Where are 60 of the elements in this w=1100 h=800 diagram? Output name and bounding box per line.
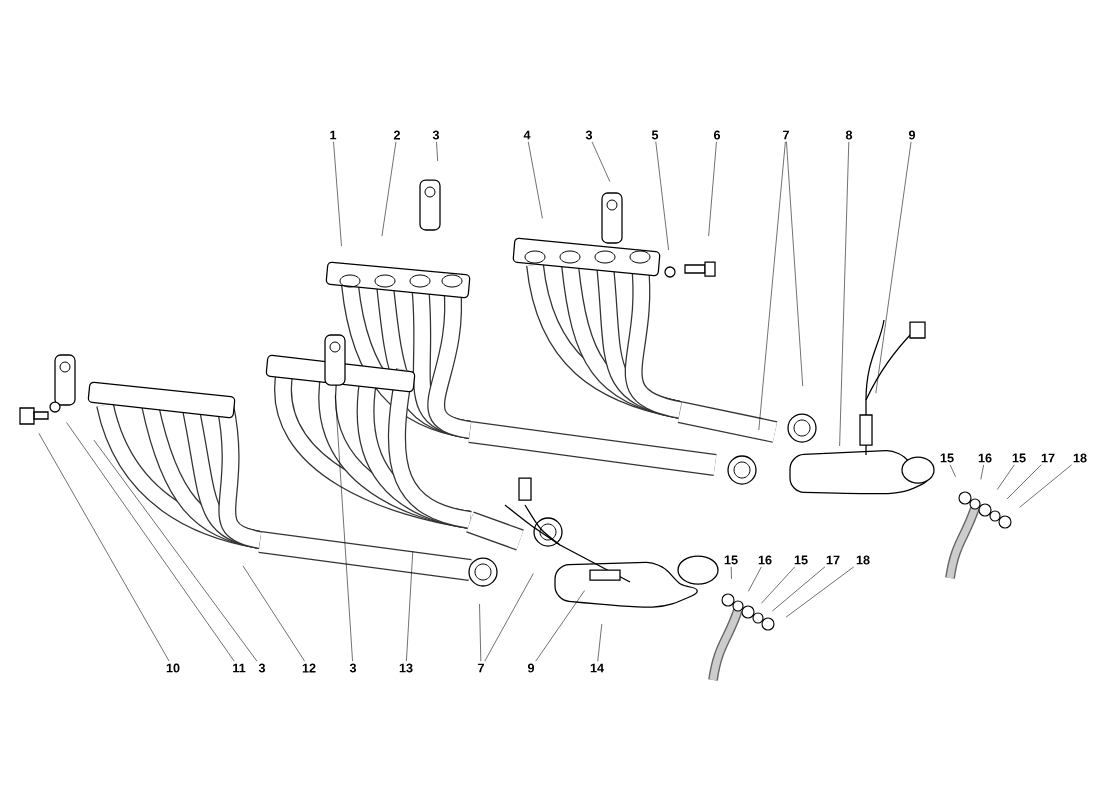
callout-number: 15 <box>724 555 738 565</box>
callout-number: 2 <box>393 130 400 140</box>
leader-line <box>333 141 342 247</box>
leader-line <box>949 464 956 478</box>
leader-line <box>748 566 762 592</box>
callout-number: 5 <box>651 130 659 140</box>
callout-number: 7 <box>783 130 789 140</box>
callout-number: 7 <box>478 663 484 673</box>
leader-line <box>875 141 912 394</box>
callout-number: 15 <box>794 555 808 565</box>
leader-line <box>93 439 258 662</box>
leader-line <box>479 603 482 662</box>
callout-number: 3 <box>585 130 593 140</box>
leader-line <box>436 141 438 162</box>
leader-line <box>1019 464 1072 508</box>
callout-number: 16 <box>758 555 772 565</box>
leader-line <box>839 141 850 447</box>
leader-line <box>980 464 984 480</box>
callout-number: 8 <box>845 130 853 140</box>
leader-line <box>242 565 305 662</box>
callout-number: 9 <box>527 663 535 673</box>
leader-line <box>772 566 826 612</box>
leader-line <box>708 141 717 237</box>
callout-number: 4 <box>523 130 531 140</box>
leader-line <box>38 433 170 662</box>
leader-line <box>597 623 603 662</box>
leader-line <box>335 394 353 662</box>
callout-number: 3 <box>432 130 440 140</box>
leader-line <box>758 141 786 431</box>
callout-number: 6 <box>713 130 721 140</box>
callout-number: 16 <box>978 453 992 463</box>
leader-line <box>655 141 669 251</box>
leader-line <box>535 590 585 662</box>
callout-number: 15 <box>940 453 954 463</box>
callout-number: 12 <box>302 663 316 673</box>
callout-number: 14 <box>590 663 604 673</box>
callout-number: 17 <box>1041 453 1055 463</box>
leader-line <box>761 566 796 604</box>
callout-number: 15 <box>1012 453 1026 463</box>
leader-line <box>381 141 397 237</box>
callout-number: 3 <box>258 663 266 673</box>
leader-line <box>1006 464 1042 500</box>
callout-number: 11 <box>233 663 246 673</box>
leader-line <box>484 573 534 662</box>
callout-number: 9 <box>908 130 916 140</box>
leader-line <box>66 422 235 662</box>
callout-number: 18 <box>1073 453 1087 463</box>
callout-number: 13 <box>399 663 413 673</box>
leader-line <box>527 141 543 219</box>
leader-line <box>406 550 414 662</box>
leader-line <box>997 464 1015 490</box>
leader-line <box>786 141 803 387</box>
callout-number: 18 <box>856 555 870 565</box>
leader-line <box>785 566 855 618</box>
callout-number: 17 <box>826 555 840 565</box>
leader-line <box>591 141 611 182</box>
callout-number: 10 <box>166 663 180 673</box>
callout-number: 3 <box>349 663 357 673</box>
leader-line <box>730 566 732 580</box>
callout-number: 1 <box>330 130 337 140</box>
